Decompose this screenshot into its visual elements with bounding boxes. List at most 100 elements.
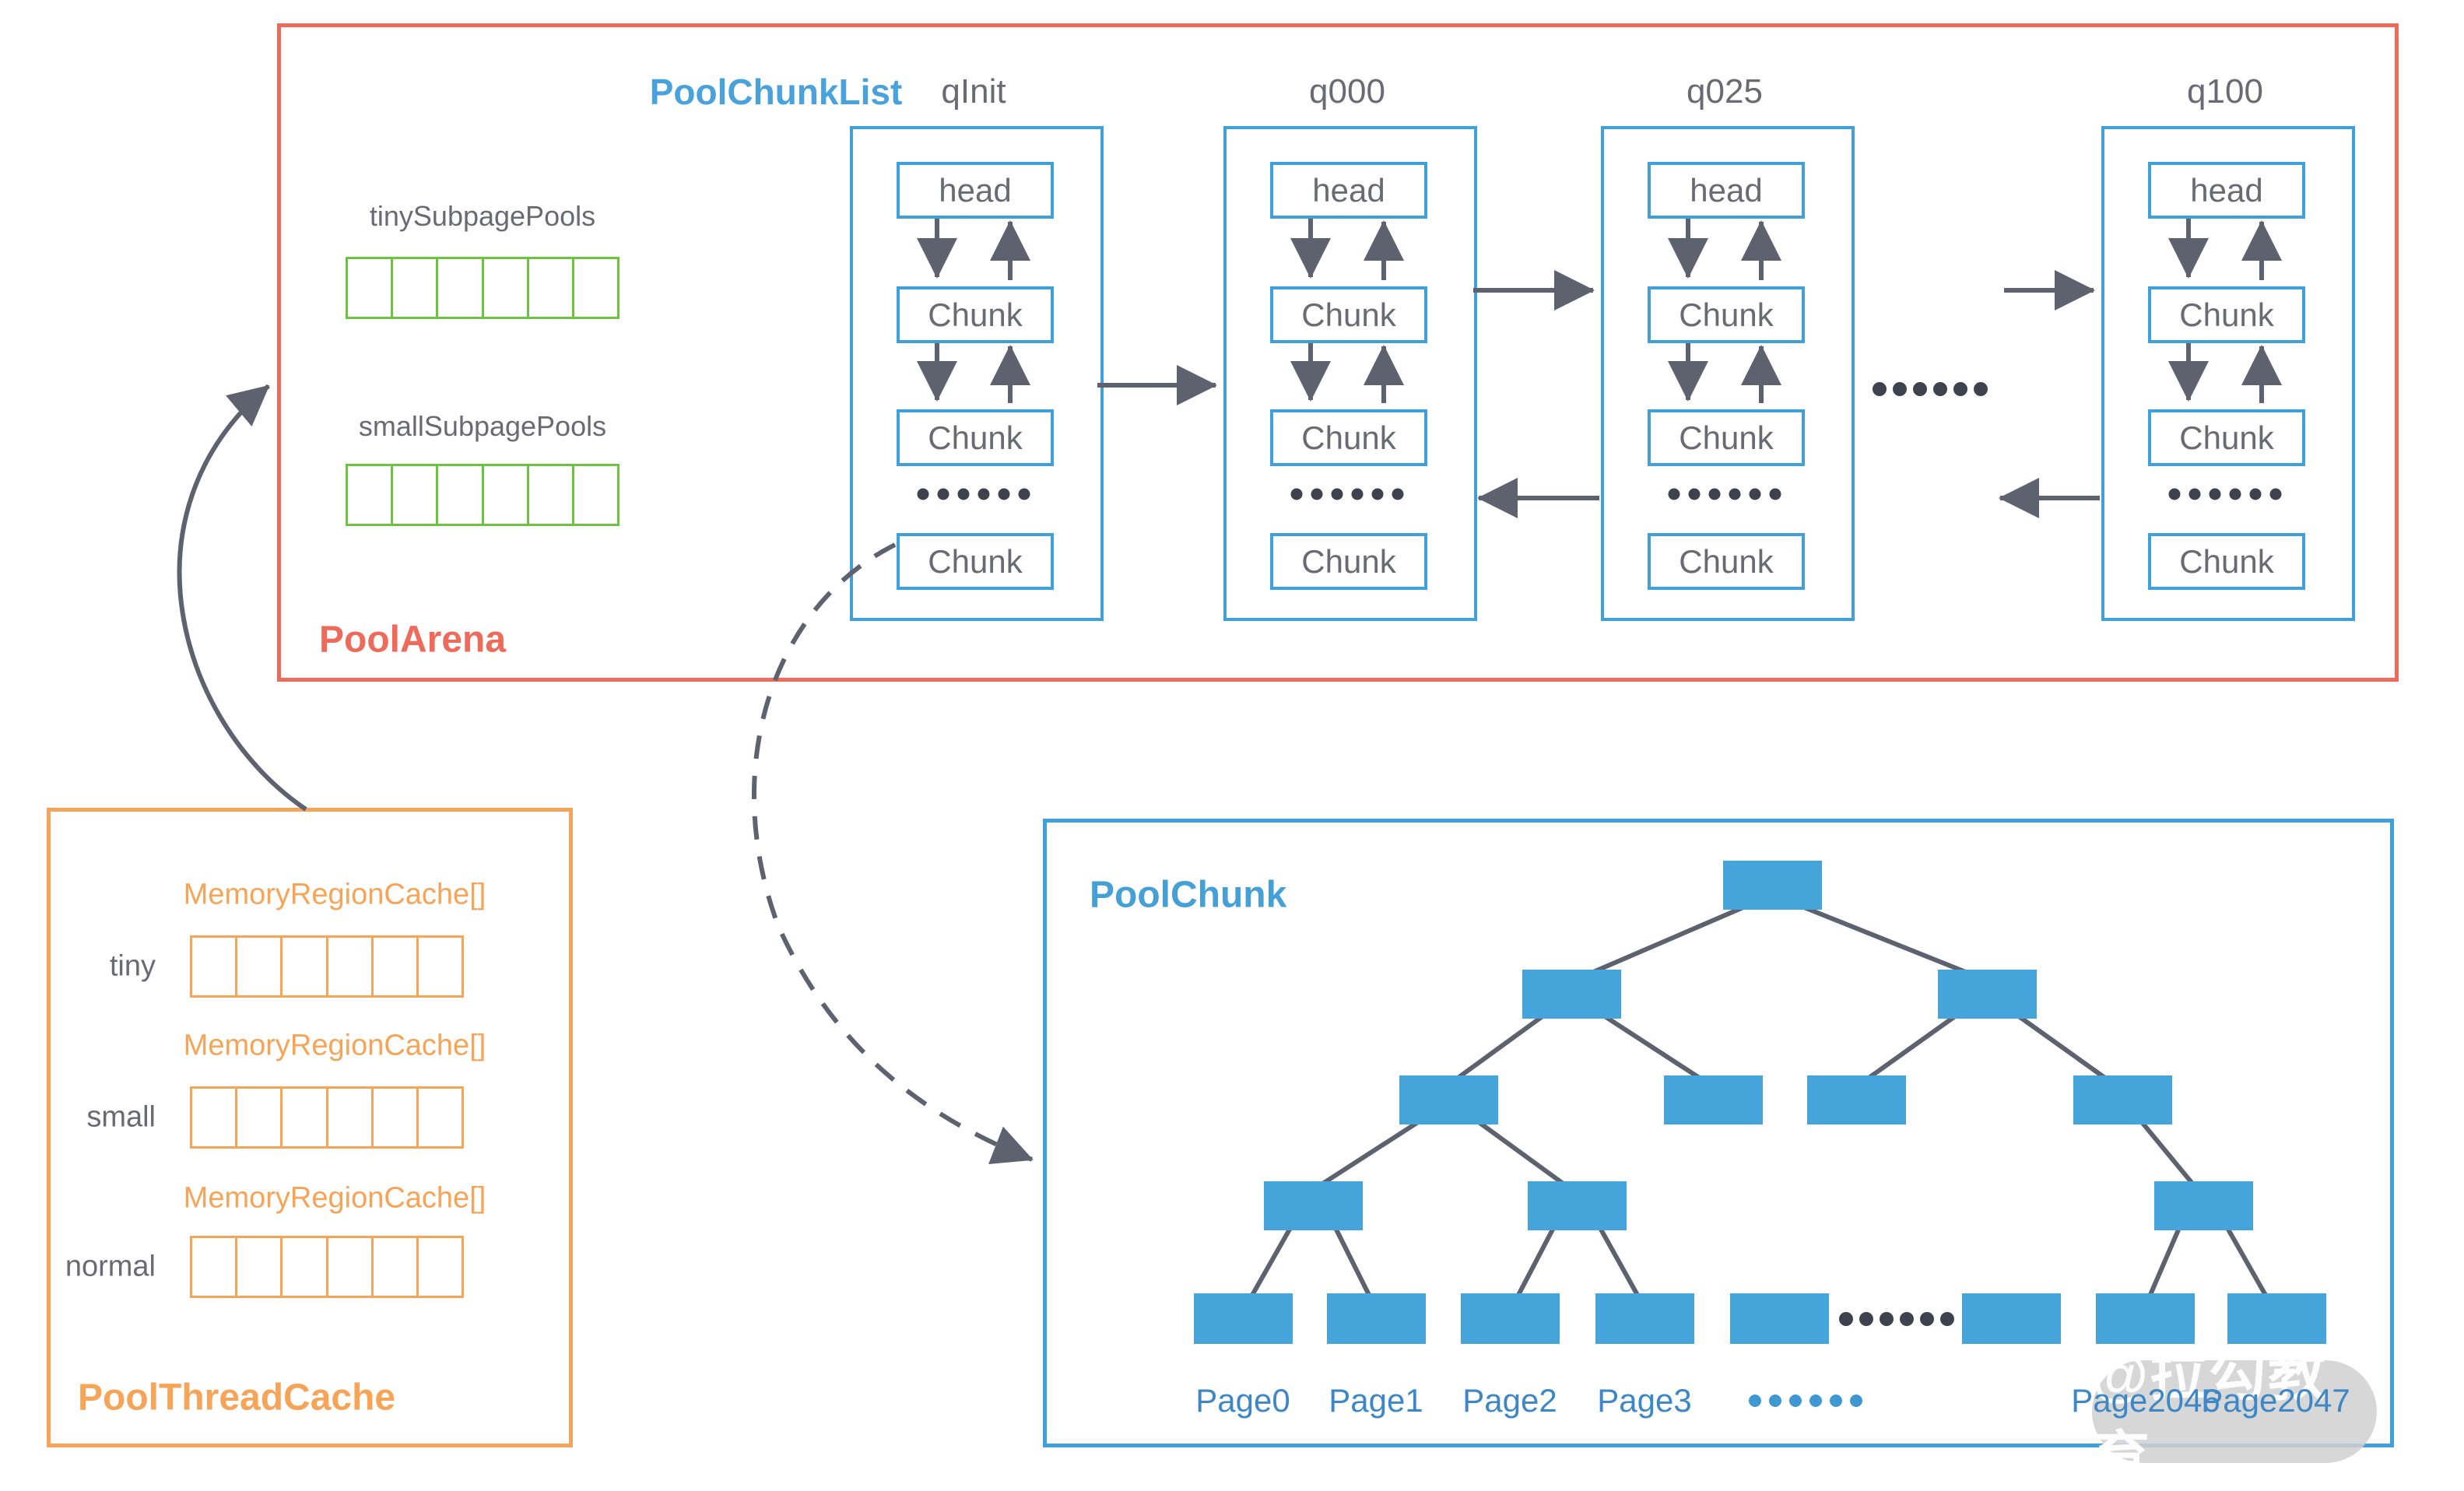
tree-node [2154, 1181, 2253, 1230]
grid-cell [438, 259, 484, 317]
grid-cell [393, 466, 439, 524]
tree-node [1522, 970, 1621, 1019]
watermark-text: @拉勾教育 [2092, 1342, 2328, 1490]
tree-node [1264, 1181, 1363, 1230]
tree-leaf-page0 [1194, 1293, 1293, 1344]
tree-leaf [1962, 1293, 2061, 1344]
page-label: Page0 [1195, 1382, 1290, 1419]
tree-leaf-page2 [1461, 1293, 1560, 1344]
grid-cell [574, 259, 617, 317]
grid-cell [283, 938, 328, 995]
tree-node-root [1723, 861, 1822, 910]
grid-cell [237, 1089, 283, 1146]
page-label: Page1 [1329, 1382, 1423, 1419]
chunk-box: Chunk [897, 533, 1054, 590]
chunklist-column-label-qinit: qInit [941, 72, 1006, 111]
pool-chunk-title: PoolChunk [1090, 874, 1287, 916]
tree-leaf-page1 [1327, 1293, 1426, 1344]
chunklist-column-q000: head Chunk Chunk Chunk [1223, 126, 1477, 621]
page-label: Page2046 [2071, 1382, 2220, 1419]
memory-region-cache-label: MemoryRegionCache[] [183, 1029, 486, 1062]
small-subpage-pools-label: smallSubpagePools [358, 410, 607, 442]
page-label: Page2 [1462, 1382, 1557, 1419]
grid-cell [393, 259, 439, 317]
pool-thread-cache-box [47, 808, 573, 1447]
chunklist-column-label-q025: q025 [1687, 72, 1763, 111]
grid-cell [484, 259, 529, 317]
grid-cell [328, 1089, 374, 1146]
chunk-box: Chunk [1648, 409, 1805, 466]
pool-chunk-box [1043, 819, 2394, 1447]
tree-node [1528, 1181, 1627, 1230]
grid-cell [237, 1238, 283, 1296]
chunk-box: Chunk [1270, 409, 1427, 466]
cache-grid-normal [190, 1236, 464, 1298]
row-label-normal: normal [65, 1250, 156, 1283]
small-subpage-pools-grid [346, 464, 620, 526]
grid-cell [419, 938, 462, 995]
grid-cell [574, 466, 617, 524]
chunk-box: Chunk [897, 286, 1054, 343]
chunk-box: Chunk [897, 409, 1054, 466]
chunklist-column-label-q100: q100 [2187, 72, 2263, 111]
grid-cell [419, 1238, 462, 1296]
head-box: head [1270, 162, 1427, 219]
grid-cell [374, 1089, 419, 1146]
grid-cell [529, 259, 574, 317]
grid-cell [192, 938, 238, 995]
pool-arena-title: PoolArena [319, 619, 507, 661]
chunk-box: Chunk [2148, 533, 2305, 590]
row-label-tiny: tiny [109, 949, 156, 983]
tiny-subpage-pools-label: tinySubpagePools [369, 200, 596, 232]
grid-cell [348, 466, 394, 524]
grid-cell [529, 466, 574, 524]
memory-region-cache-label: MemoryRegionCache[] [183, 878, 486, 911]
tree-node [1938, 970, 2037, 1019]
pool-thread-cache-title: PoolThreadCache [78, 1377, 396, 1419]
memory-region-cache-label: MemoryRegionCache[] [183, 1181, 486, 1215]
grid-cell [348, 259, 394, 317]
grid-cell [192, 1238, 238, 1296]
grid-cell [374, 1238, 419, 1296]
cache-grid-small [190, 1086, 464, 1149]
grid-cell [237, 938, 283, 995]
watermark-badge: @拉勾教育 [2092, 1342, 2377, 1490]
chunk-box: Chunk [1648, 533, 1805, 590]
head-box: head [2148, 162, 2305, 219]
cache-grid-tiny [190, 935, 464, 998]
tree-node [1399, 1075, 1498, 1124]
grid-cell [438, 466, 484, 524]
chunk-box: Chunk [2148, 409, 2305, 466]
grid-cell [484, 466, 529, 524]
chunklist-column-qinit: head Chunk Chunk Chunk [850, 126, 1104, 621]
head-box: head [897, 162, 1054, 219]
head-box: head [1648, 162, 1805, 219]
page-label: Page2047 [2201, 1382, 2350, 1419]
chunklist-column-label-q000: q000 [1309, 72, 1385, 111]
tree-node [1664, 1075, 1763, 1124]
grid-cell [283, 1238, 328, 1296]
pool-arena-box [277, 23, 2399, 682]
chunklist-column-q025: head Chunk Chunk Chunk [1601, 126, 1855, 621]
tree-node [2073, 1075, 2172, 1124]
grid-cell [419, 1089, 462, 1146]
pool-chunk-list-label: PoolChunkList [649, 72, 903, 112]
chunklist-column-q100: head Chunk Chunk Chunk [2101, 126, 2355, 621]
tree-leaf-page3 [1595, 1293, 1694, 1344]
tiny-subpage-pools-grid [346, 257, 620, 319]
grid-cell [283, 1089, 328, 1146]
page-label: Page3 [1597, 1382, 1692, 1419]
tree-leaf [1730, 1293, 1829, 1344]
grid-cell [328, 1238, 374, 1296]
tree-leaf-page2046 [2096, 1293, 2195, 1344]
grid-cell [192, 1089, 238, 1146]
chunk-box: Chunk [1270, 533, 1427, 590]
row-label-small: small [86, 1100, 156, 1134]
tree-leaf-page2047 [2227, 1293, 2326, 1344]
grid-cell [328, 938, 374, 995]
chunk-box: Chunk [2148, 286, 2305, 343]
chunk-box: Chunk [1648, 286, 1805, 343]
tree-node [1807, 1075, 1906, 1124]
chunk-box: Chunk [1270, 286, 1427, 343]
